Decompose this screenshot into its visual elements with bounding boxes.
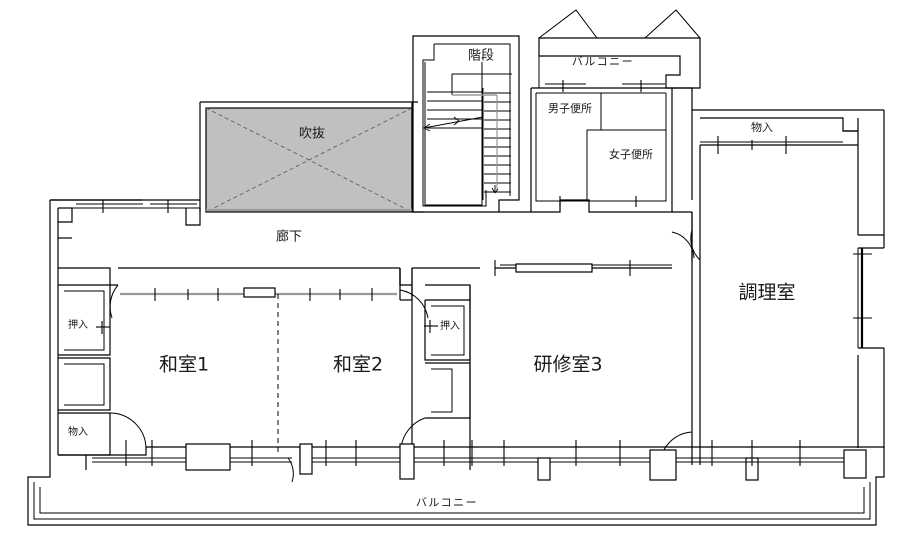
corridor-bottom-wall bbox=[58, 260, 672, 301]
middle-closet bbox=[399, 268, 471, 470]
room-label-washitsu-1: 和室1 bbox=[159, 354, 209, 376]
bottom-exterior-wall bbox=[58, 440, 884, 483]
stairwell-block bbox=[412, 35, 520, 213]
room-label-monoire-left: 物入 bbox=[68, 425, 88, 438]
room-label-oshiire-left: 押入 bbox=[68, 318, 88, 331]
room-label-washitsu-2: 和室2 bbox=[333, 354, 383, 376]
stair-direction-arrow bbox=[423, 116, 499, 194]
roof-canopy-group bbox=[538, 9, 701, 39]
room-label-kenshushitsu-3: 研修室3 bbox=[533, 354, 602, 376]
corridor-top-wall bbox=[50, 199, 201, 226]
void-atrium bbox=[199, 101, 418, 213]
balcony-bottom bbox=[27, 447, 885, 526]
corridor-partition-ticks bbox=[154, 288, 373, 301]
room-label-danshi-benjo: 男子便所 bbox=[548, 102, 592, 115]
door-swing-group-left bbox=[109, 284, 147, 450]
room-label-roka: 廊下 bbox=[276, 229, 302, 245]
room-label-monoire-top-right: 物入 bbox=[751, 120, 773, 134]
door-swing-bottom bbox=[287, 457, 294, 483]
room-label-kaidan: 階段 bbox=[468, 49, 494, 64]
room-label-chorishitsu: 調理室 bbox=[738, 282, 795, 304]
room-label-fukinuke: 吹抜 bbox=[299, 126, 325, 142]
bottom-window-ticks bbox=[125, 440, 801, 466]
room-label-joshi-benjo: 女子便所 bbox=[609, 147, 653, 161]
chorishitsu-block bbox=[672, 87, 885, 465]
room-label-oshiire-middle: 押入 bbox=[440, 319, 460, 332]
room-label-balcony-bottom: バルコニー bbox=[416, 496, 478, 509]
room-label-balcony-top: バルコニー bbox=[572, 55, 634, 68]
toilet-block bbox=[530, 87, 673, 213]
